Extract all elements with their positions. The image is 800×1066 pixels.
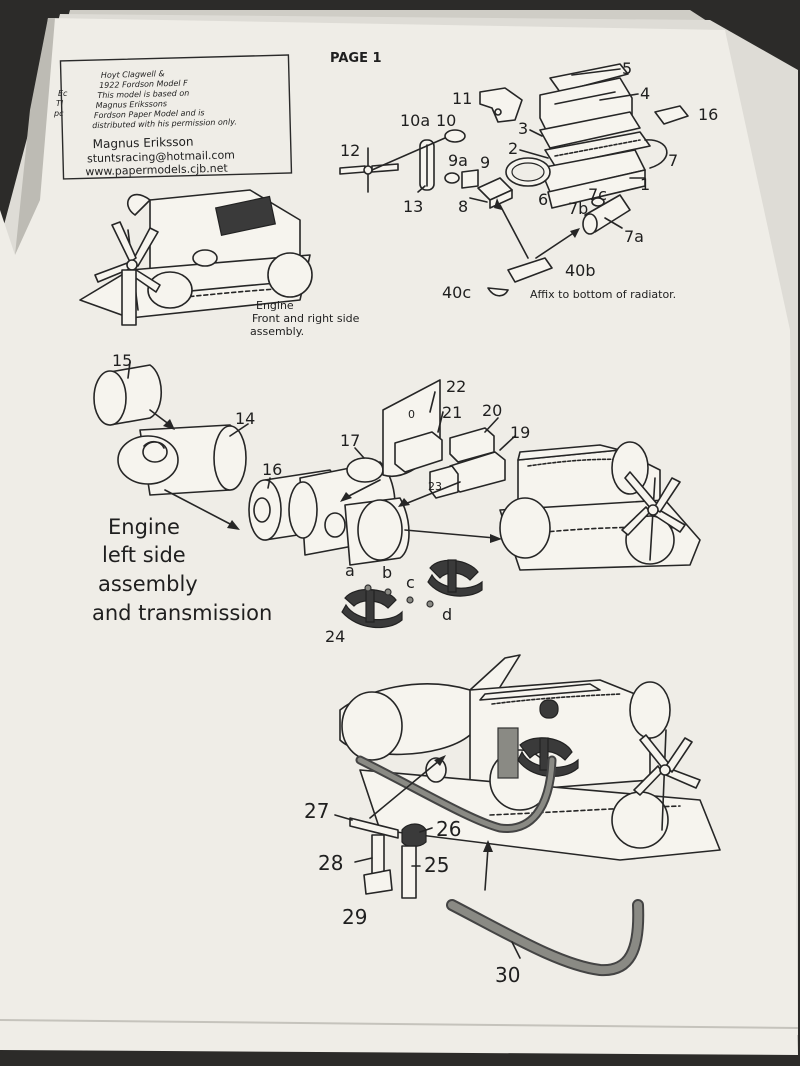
part-label-d: d bbox=[442, 605, 452, 624]
part-label-5: 5 bbox=[622, 59, 632, 78]
part-label-16-mid: 16 bbox=[262, 460, 282, 479]
part-label-11: 11 bbox=[452, 89, 472, 108]
part-label-b: b bbox=[382, 563, 392, 582]
part-label-2: 2 bbox=[508, 139, 518, 158]
credit-line-4: Magnus Erikssons bbox=[96, 99, 168, 110]
credit-line-6: distributed with his permission only. bbox=[92, 117, 237, 130]
part-label-a: a bbox=[345, 561, 355, 580]
part-label-24: 24 bbox=[325, 627, 345, 646]
caption-left-side-4: and transmission bbox=[92, 601, 272, 625]
part-label-23: 23 bbox=[428, 480, 442, 493]
credit-website: www.papermodels.cjb.net bbox=[85, 162, 228, 179]
back-sheet-text-3: pc bbox=[53, 109, 64, 118]
part-label-3: 3 bbox=[518, 119, 528, 138]
part-label-30: 30 bbox=[495, 963, 520, 987]
part-label-10a: 10a bbox=[400, 111, 430, 130]
part-label-13: 13 bbox=[403, 197, 423, 216]
part-label-7b: 7b bbox=[568, 199, 588, 218]
part-label-27: 27 bbox=[304, 799, 329, 823]
part-label-8: 8 bbox=[458, 197, 468, 216]
part-label-1: 1 bbox=[640, 175, 650, 194]
front-right-assembly-drawing bbox=[79, 189, 313, 326]
caption-left-side-3: assembly bbox=[98, 572, 198, 596]
part-label-28: 28 bbox=[318, 851, 343, 875]
part-label-19: 19 bbox=[510, 423, 530, 442]
back-sheet-text-2: Tl bbox=[56, 99, 64, 108]
part-label-20: 20 bbox=[482, 401, 502, 420]
part-label-25: 25 bbox=[424, 853, 449, 877]
part-label-26: 26 bbox=[436, 817, 461, 841]
part-label-14: 14 bbox=[235, 409, 255, 428]
caption-left-side-2: left side bbox=[102, 543, 186, 567]
back-sheet-text-1: Ec bbox=[58, 89, 68, 98]
caption-affix-note: Affix to bottom of radiator. bbox=[530, 288, 676, 301]
caption-front-right-2: Front and right side bbox=[252, 312, 360, 325]
part-label-10: 10 bbox=[436, 111, 456, 130]
credit-line-5: Fordson Paper Model and is bbox=[94, 108, 205, 120]
bottom-assembly-drawing bbox=[334, 654, 721, 977]
part-label-4: 4 bbox=[640, 84, 650, 103]
credit-line-3: This model is based on bbox=[97, 89, 189, 100]
credit-author: Magnus Eriksson bbox=[92, 135, 193, 152]
part-label-0: 0 bbox=[408, 408, 415, 421]
part-label-9a: 9a bbox=[448, 151, 468, 170]
page-title: PAGE 1 bbox=[330, 51, 382, 66]
credit-box: Hoyt Clagwell & 1922 Fordson Model F Thi… bbox=[59, 54, 293, 180]
part-label-15: 15 bbox=[112, 351, 132, 370]
sheet-edge-shadow bbox=[15, 18, 55, 255]
part-label-17: 17 bbox=[340, 431, 360, 450]
caption-front-right-3: assembly. bbox=[250, 325, 304, 338]
credit-email: stuntsracing@hotmail.com bbox=[87, 148, 235, 165]
part-label-16-top: 16 bbox=[698, 105, 718, 124]
part-label-29: 29 bbox=[342, 905, 367, 929]
part-label-12: 12 bbox=[340, 141, 360, 160]
part-label-9: 9 bbox=[480, 153, 490, 172]
part-label-6: 6 bbox=[538, 190, 548, 209]
credit-line-1: Hoyt Clagwell & bbox=[101, 69, 165, 80]
caption-front-right-1: Engine bbox=[256, 299, 294, 312]
part-label-22: 22 bbox=[446, 377, 466, 396]
part-label-40c: 40c bbox=[442, 283, 471, 302]
part-label-40b: 40b bbox=[565, 261, 596, 280]
part-label-c: c bbox=[406, 573, 415, 592]
caption-left-side-1: Engine bbox=[108, 515, 180, 539]
part-label-7a: 7a bbox=[624, 227, 644, 246]
part-label-7: 7 bbox=[668, 151, 678, 170]
left-side-assembly-drawing bbox=[93, 361, 701, 629]
sheet-bottom-edge bbox=[0, 1019, 799, 1029]
part-label-21: 21 bbox=[442, 403, 462, 422]
part-label-7c: 7c bbox=[588, 185, 607, 204]
credit-line-2: 1922 Fordson Model F bbox=[99, 79, 188, 90]
exploded-radiator-parts bbox=[339, 63, 689, 297]
